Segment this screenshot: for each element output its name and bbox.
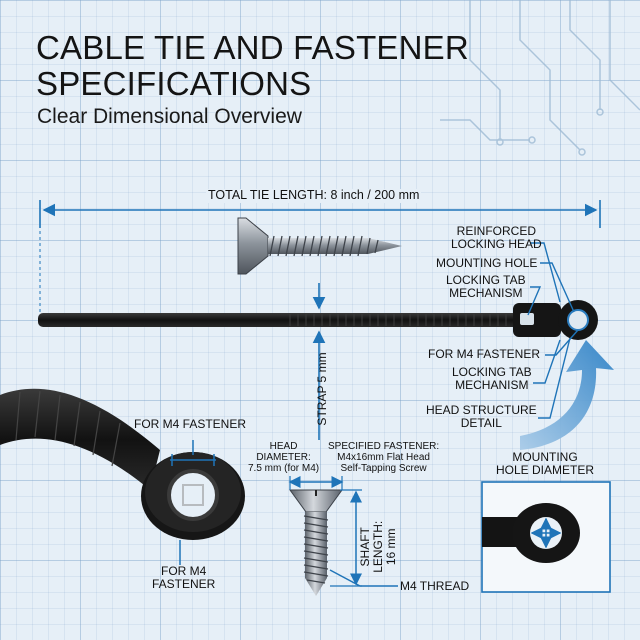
cable-tie <box>38 300 598 340</box>
locking-tab-mechanism-label-1: LOCKING TAB MECHANISM <box>446 273 526 300</box>
locking-tab-mechanism-label-2: LOCKING TAB MECHANISM <box>452 365 532 392</box>
shaft-length-label: SHAFT LENGTH: 16 mm <box>358 520 399 573</box>
total-length-label: TOTAL TIE LENGTH: 8 inch / 200 mm <box>206 188 422 203</box>
reinforced-locking-head-label: REINFORCED LOCKING HEAD <box>451 224 542 251</box>
screw-horizontal <box>237 217 402 275</box>
total-length-dimension <box>39 200 601 318</box>
screw-vertical <box>288 476 398 596</box>
circuit-traces-decoration <box>440 0 640 156</box>
mounting-hole-inset <box>481 481 611 593</box>
for-m4-fastener-top-label: FOR M4 FASTENER <box>134 417 247 431</box>
page-subtitle: Clear Dimensional Overview <box>37 105 302 128</box>
for-m4-fastener-bottom-label: FOR M4 FASTENER <box>152 564 216 591</box>
for-m4-fastener-right-label: FOR M4 FASTENER <box>428 347 541 361</box>
m4-thread-label: M4 THREAD <box>400 579 470 593</box>
cable-tie-closeup <box>0 388 245 565</box>
head-diameter-label: HEAD DIAMETER: 7.5 mm (for M4) <box>248 441 320 474</box>
callout-leaders <box>527 242 579 419</box>
head-structure-detail-label: HEAD STRUCTURE DETAIL <box>426 403 537 430</box>
mounting-hole-diameter-label: MOUNTING HOLE DIAMETER <box>496 450 595 477</box>
curved-arrow <box>520 340 614 450</box>
strap-width-label: STRAP 5 mm <box>315 352 329 426</box>
mounting-hole-label: MOUNTING HOLE <box>436 256 538 270</box>
specified-fastener-label: SPECIFIED FASTENER: M4x16mm Flat Head Se… <box>328 441 440 474</box>
